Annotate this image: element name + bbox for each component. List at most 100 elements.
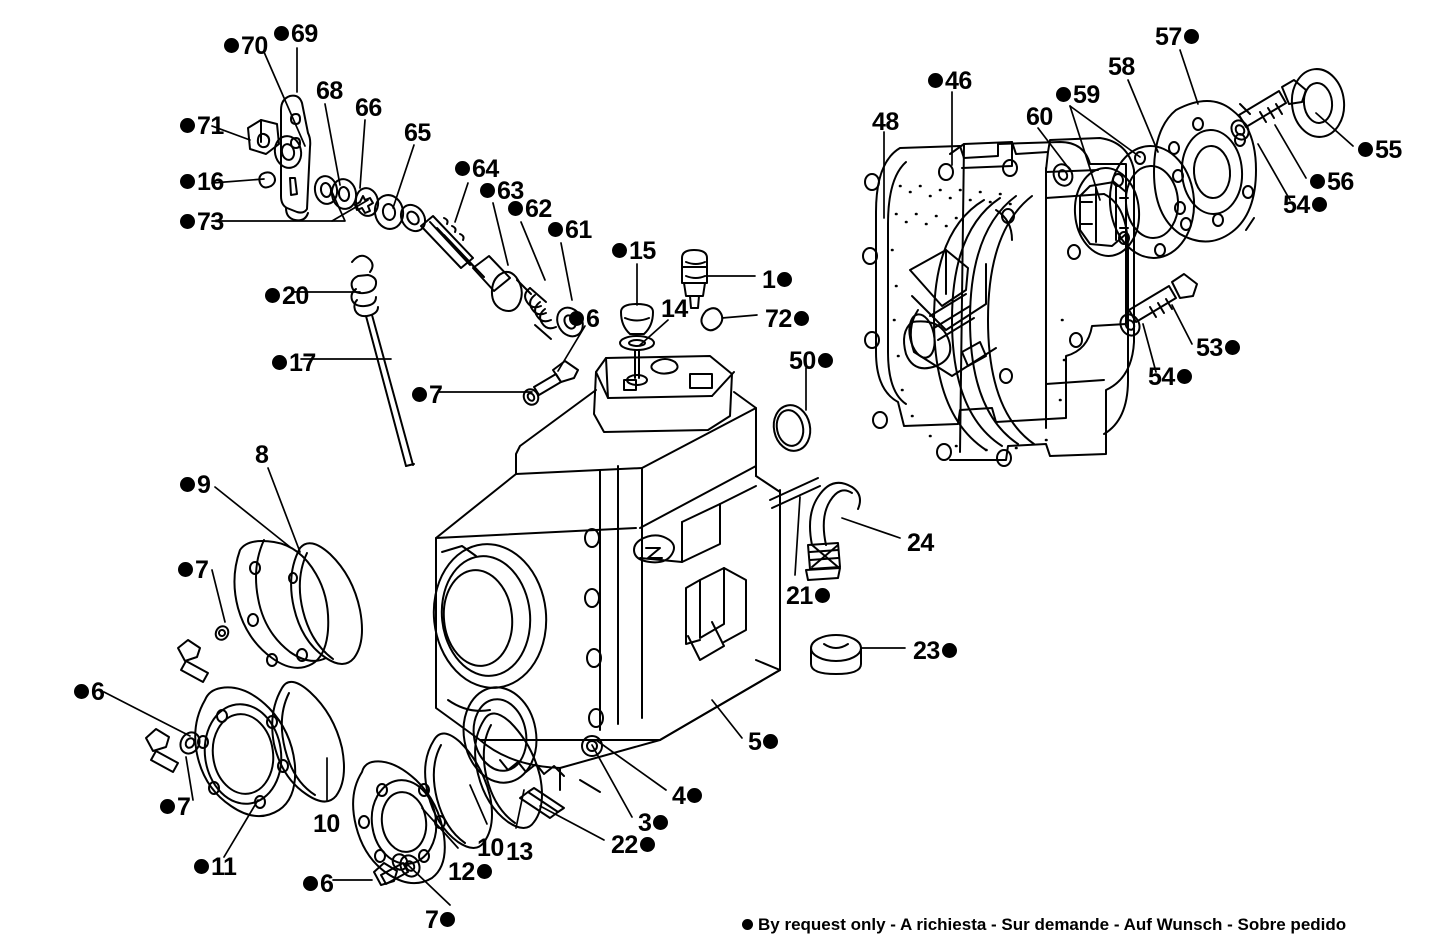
callout-48: 48 bbox=[872, 110, 899, 135]
callout-13: 13 bbox=[506, 840, 533, 865]
bullet-icon bbox=[1183, 29, 1199, 44]
callout-number: 68 bbox=[316, 77, 343, 105]
callout-22: 22 bbox=[611, 833, 655, 858]
part-6-bolt-left bbox=[145, 728, 201, 773]
bullet-icon bbox=[412, 387, 427, 402]
bullet-icon bbox=[548, 222, 563, 237]
part-58-flange bbox=[1108, 145, 1196, 259]
callout-10: 10 bbox=[477, 836, 504, 861]
callout-14: 14 bbox=[661, 297, 688, 322]
callout-number: 9 bbox=[197, 471, 211, 499]
callout-number: 7 bbox=[195, 556, 209, 584]
bullet-icon bbox=[763, 734, 779, 749]
part-53-bolt-lower bbox=[1119, 273, 1198, 337]
callout-7: 7 bbox=[412, 381, 443, 409]
callout-73: 73 bbox=[180, 210, 224, 235]
footer-note-text: By request only - A richiesta - Sur dema… bbox=[758, 915, 1347, 934]
part-16-key bbox=[258, 171, 276, 189]
bullet-icon bbox=[793, 311, 809, 326]
part-46-bell-housing bbox=[903, 137, 1135, 461]
part-20-17-dipstick bbox=[350, 254, 415, 467]
callout-53: 53 bbox=[1196, 336, 1240, 361]
callout-59: 59 bbox=[1056, 83, 1100, 108]
callout-7: 7 bbox=[178, 556, 209, 584]
callout-15: 15 bbox=[612, 239, 656, 264]
callout-12: 12 bbox=[448, 860, 492, 885]
callout-number: 60 bbox=[1026, 103, 1053, 131]
bullet-icon bbox=[476, 864, 492, 879]
part-23-plug bbox=[810, 634, 862, 675]
callout-9: 9 bbox=[180, 471, 211, 499]
callout-70: 70 bbox=[224, 34, 268, 59]
part-5-gearbox-housing bbox=[432, 355, 781, 793]
bullet-icon bbox=[224, 38, 239, 53]
bullet-icon bbox=[265, 288, 280, 303]
callout-number: 5 bbox=[748, 728, 762, 756]
bullet-icon bbox=[1224, 340, 1240, 355]
callout-6: 6 bbox=[303, 872, 334, 897]
callout-number: 24 bbox=[907, 529, 934, 557]
bullet-icon bbox=[480, 183, 495, 198]
callout-46: 46 bbox=[928, 69, 972, 94]
part-72-key bbox=[700, 307, 724, 332]
callout-72: 72 bbox=[765, 307, 809, 332]
callout-57: 57 bbox=[1155, 25, 1199, 50]
callout-number: 7 bbox=[429, 381, 443, 409]
callout-number: 70 bbox=[241, 32, 268, 60]
bullet-icon bbox=[272, 355, 287, 370]
bullet-icon bbox=[1176, 369, 1192, 384]
part-15-breather bbox=[619, 303, 655, 386]
callout-number: 50 bbox=[789, 347, 816, 375]
part-48-gasket bbox=[862, 141, 1127, 467]
callout-number: 4 bbox=[672, 782, 686, 810]
callout-number: 12 bbox=[448, 858, 475, 886]
callout-number: 72 bbox=[765, 305, 792, 333]
callout-number: 14 bbox=[661, 295, 688, 323]
bullet-icon bbox=[1311, 197, 1327, 212]
bullet-icon bbox=[1358, 142, 1373, 157]
callout-68: 68 bbox=[316, 79, 343, 104]
bullet-icon bbox=[1056, 87, 1071, 102]
callout-number: 1 bbox=[762, 266, 776, 294]
callout-16: 16 bbox=[180, 170, 224, 195]
callout-number: 21 bbox=[786, 582, 813, 610]
callout-number: 7 bbox=[177, 793, 191, 821]
callout-number: 17 bbox=[289, 349, 316, 377]
part-21-bracket-line bbox=[769, 477, 821, 509]
callout-number: 71 bbox=[197, 112, 224, 140]
callout-10: 10 bbox=[313, 812, 340, 837]
callout-number: 7 bbox=[425, 906, 439, 934]
bullet-icon bbox=[612, 243, 627, 258]
callout-55: 55 bbox=[1358, 138, 1402, 163]
callout-number: 15 bbox=[629, 237, 656, 265]
callout-number: 57 bbox=[1155, 23, 1182, 51]
part-55-washer bbox=[1290, 68, 1346, 138]
callout-number: 6 bbox=[586, 305, 600, 333]
bullet-icon bbox=[941, 643, 957, 658]
callout-number: 10 bbox=[313, 810, 340, 838]
callout-54: 54 bbox=[1283, 193, 1327, 218]
part-69-selector-lever bbox=[280, 94, 312, 222]
bullet-icon bbox=[639, 837, 655, 852]
part-24-breather-hose bbox=[805, 481, 861, 581]
callout-63: 63 bbox=[480, 179, 524, 204]
bullet-icon bbox=[194, 859, 209, 874]
bullet-icon bbox=[508, 201, 523, 216]
bullet-icon bbox=[817, 353, 833, 368]
part-7-washer-bottom bbox=[391, 853, 409, 871]
callout-number: 46 bbox=[945, 67, 972, 95]
bullet-icon bbox=[928, 73, 943, 88]
footer-note: By request only - A richiesta - Sur dema… bbox=[742, 915, 1346, 935]
callout-number: 22 bbox=[611, 831, 638, 859]
part-70-71-nut-washer bbox=[247, 119, 303, 169]
callout-number: 6 bbox=[91, 678, 105, 706]
part-10-gasket-left bbox=[271, 681, 345, 803]
bullet-icon bbox=[455, 161, 470, 176]
parts-68-66-73-bushes bbox=[313, 175, 405, 230]
bullet-icon bbox=[814, 588, 830, 603]
callout-7: 7 bbox=[425, 906, 456, 934]
callout-56: 56 bbox=[1310, 170, 1354, 195]
bullet-icon bbox=[180, 118, 195, 133]
